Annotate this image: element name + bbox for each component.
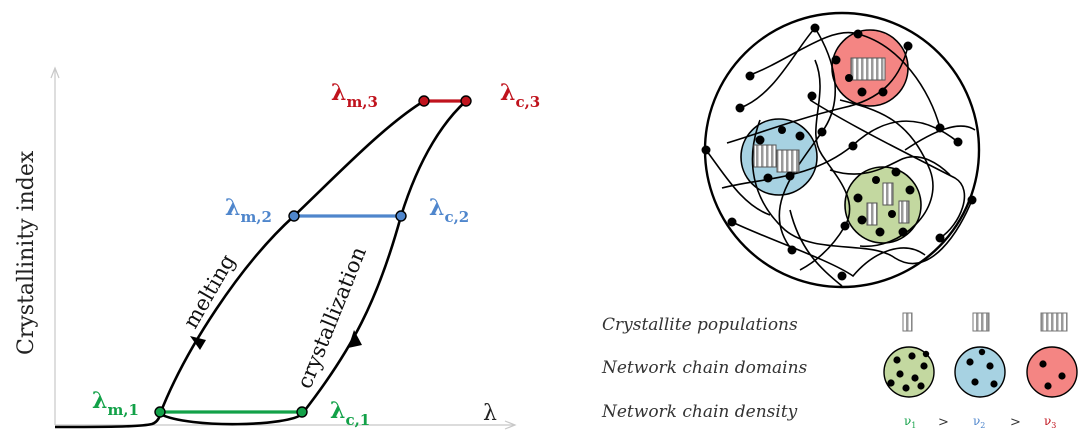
crystallite-green-3 (898, 200, 910, 224)
network-illustration (701, 11, 981, 289)
label-lambda-m2: λm,2 (225, 195, 272, 226)
legend-label-crystallites: Crystallite populations (602, 315, 798, 335)
label-lambda-m3: λm,3 (331, 80, 378, 111)
density-nu-2: ν2 (973, 414, 985, 430)
point-c3 (460, 95, 472, 107)
melting-curve (158, 99, 425, 415)
crystallite-blue-2 (776, 149, 800, 173)
y-axis-arrow (50, 66, 60, 79)
label-lambda-c2: λc,2 (429, 195, 469, 226)
melting-arrow (190, 336, 206, 350)
crystallite-blue-1 (753, 144, 777, 168)
legend-label-domains: Network chain domains (601, 358, 808, 378)
domain-green-icon (883, 346, 935, 398)
domain-red-icon (1026, 346, 1078, 398)
point-m1 (154, 406, 166, 418)
crystallite-green-2 (882, 182, 894, 206)
point-c2 (395, 210, 407, 222)
crystallite-medium-icon (972, 312, 990, 332)
legend: Crystallite populations Network chain do… (601, 312, 1078, 430)
label-lambda-c1: λc,1 (330, 398, 370, 429)
label-lambda-c3: λc,3 (500, 80, 540, 111)
legend-label-density: Network chain density (601, 402, 798, 422)
label-lambda-m1: λm,1 (92, 388, 139, 419)
density-nu-1: ν1 (904, 414, 916, 430)
density-gt-2: > (1010, 415, 1021, 430)
x-axis-label: λ (483, 401, 497, 426)
density-nu-3: ν3 (1044, 414, 1056, 430)
crystallite-large-icon (1040, 312, 1068, 332)
domain-blue-icon (954, 346, 1006, 398)
density-gt-1: > (938, 415, 949, 430)
crystallite-green-1 (866, 202, 878, 226)
point-c1 (296, 406, 308, 418)
crystallization-arrow (348, 330, 362, 348)
point-m3 (418, 95, 430, 107)
y-axis-label: Crystallinity index (14, 150, 39, 355)
crystallite-small-icon (902, 312, 913, 332)
crosslink-dots (701, 23, 977, 281)
crystallite-red (850, 57, 886, 81)
crystallization-label: crystallization (292, 243, 371, 392)
x-axis-arrow (504, 420, 517, 430)
bottom-curve (159, 412, 303, 426)
hysteresis-diagram: Crystallinity index λ melting crystalliz… (14, 66, 540, 430)
point-m2 (288, 210, 300, 222)
crystallization-curve (300, 100, 467, 415)
